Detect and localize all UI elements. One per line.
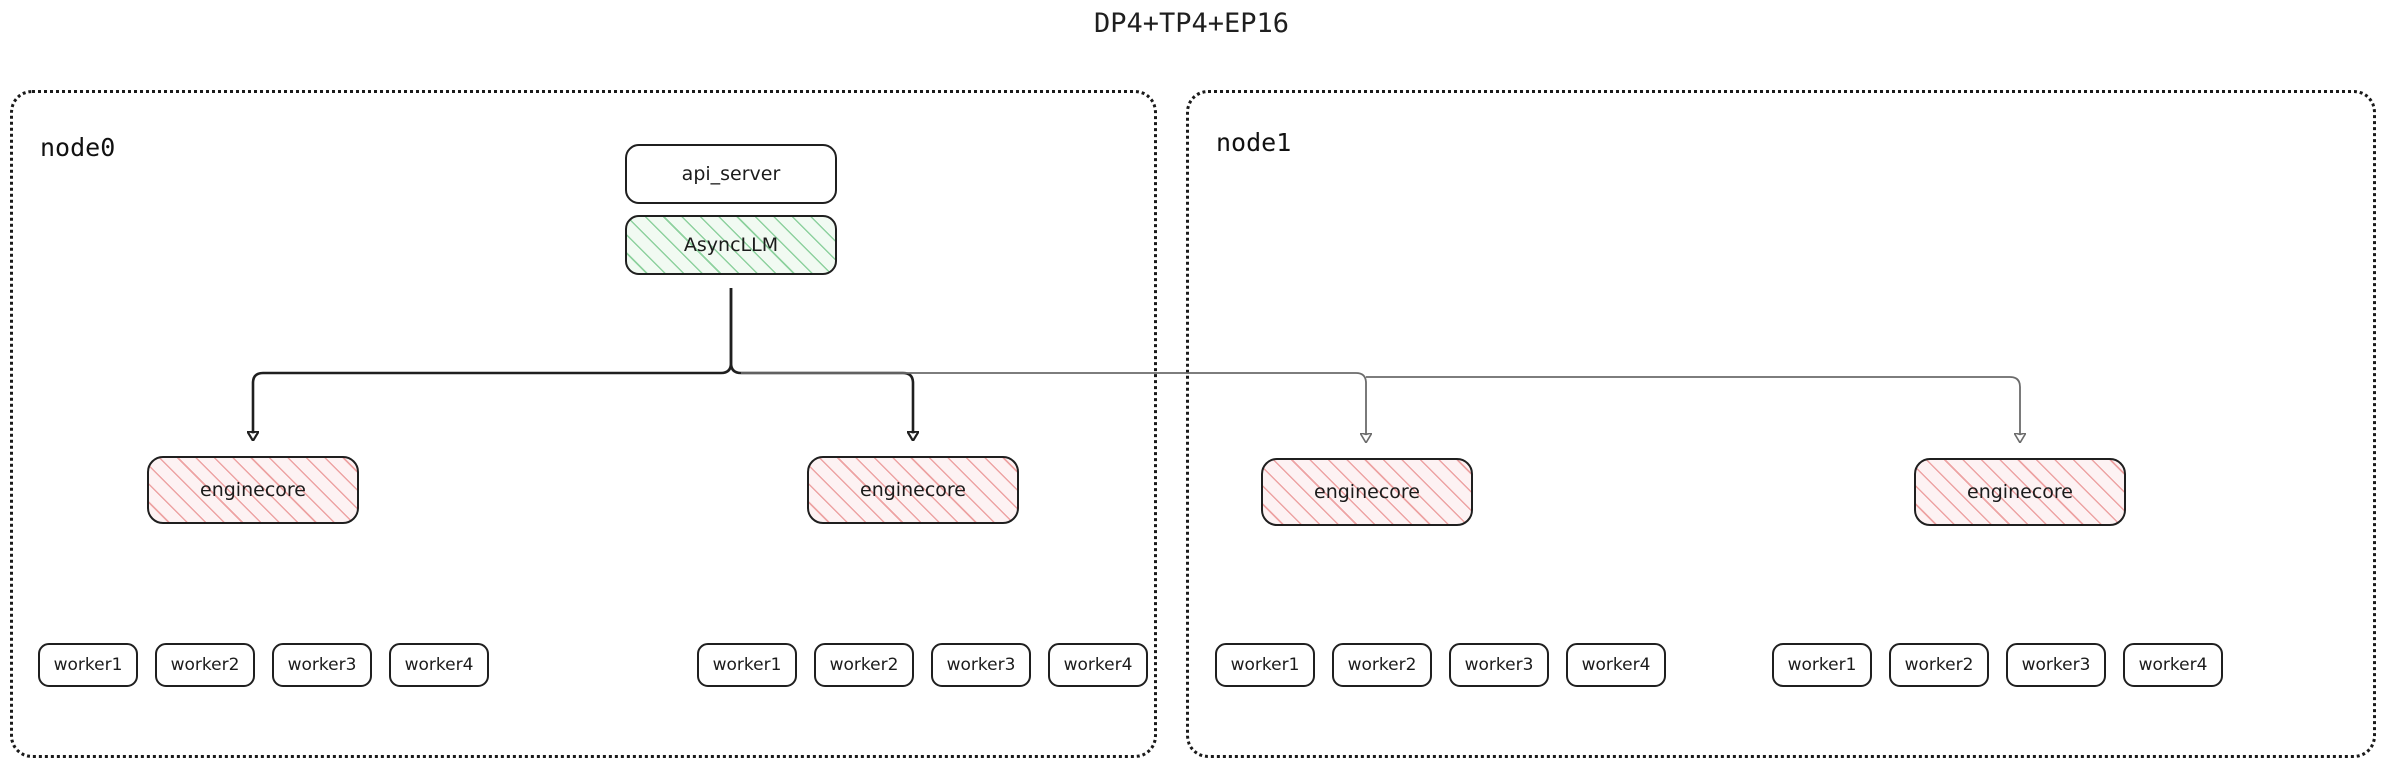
worker-box-n1g1-w0[interactable]: worker1 <box>1772 643 1872 687</box>
worker-box-n0g0-w2[interactable]: worker3 <box>272 643 372 687</box>
worker-box-n0g0-w3[interactable]: worker4 <box>389 643 489 687</box>
worker-box-n0g1-w3[interactable]: worker4 <box>1048 643 1148 687</box>
worker-box-n0g0-w1[interactable]: worker2 <box>155 643 255 687</box>
enginecore-box-node0-1[interactable]: enginecore <box>807 456 1019 524</box>
worker-box-n1g1-w1[interactable]: worker2 <box>1889 643 1989 687</box>
worker-box-n0g1-w0[interactable]: worker1 <box>697 643 797 687</box>
enginecore-box-node0-0[interactable]: enginecore <box>147 456 359 524</box>
api-server-box[interactable]: api_server <box>625 144 837 204</box>
worker-box-n0g1-w2[interactable]: worker3 <box>931 643 1031 687</box>
worker-box-n1g0-w1[interactable]: worker2 <box>1332 643 1432 687</box>
worker-box-n0g1-w1[interactable]: worker2 <box>814 643 914 687</box>
worker-box-n1g0-w0[interactable]: worker1 <box>1215 643 1315 687</box>
worker-box-n0g0-w0[interactable]: worker1 <box>38 643 138 687</box>
enginecore-box-node1-1[interactable]: enginecore <box>1914 458 2126 526</box>
node-label-node0: node0 <box>40 133 116 162</box>
page-title: DP4+TP4+EP16 <box>1093 8 1290 39</box>
worker-box-n1g1-w3[interactable]: worker4 <box>2123 643 2223 687</box>
worker-box-n1g0-w2[interactable]: worker3 <box>1449 643 1549 687</box>
worker-box-n1g1-w2[interactable]: worker3 <box>2006 643 2106 687</box>
async-llm-box[interactable]: AsyncLLM <box>625 215 837 275</box>
worker-box-n1g0-w3[interactable]: worker4 <box>1566 643 1666 687</box>
enginecore-box-node1-0[interactable]: enginecore <box>1261 458 1473 526</box>
node-label-node1: node1 <box>1216 128 1292 157</box>
